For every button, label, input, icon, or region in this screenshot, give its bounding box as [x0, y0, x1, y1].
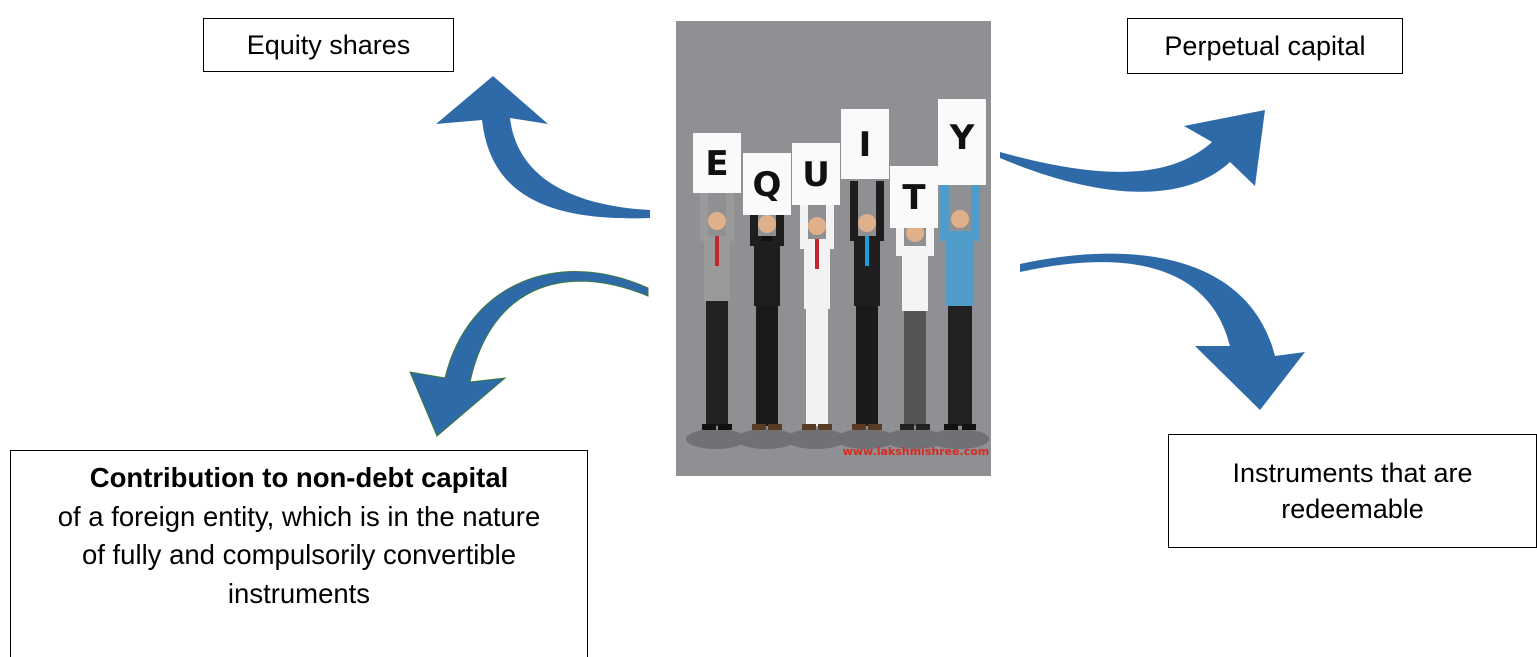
person-2	[750, 191, 784, 430]
contribution-description: of a foreign entity, which is in the nat…	[57, 500, 541, 609]
person-5	[896, 211, 934, 430]
arrow-to-perpetual-capital	[1000, 110, 1265, 192]
equity-illustration: E Q U I T Y www.lakshmishree.com	[676, 21, 991, 476]
contribution-heading: Contribution to non-debt capital	[89, 462, 509, 493]
person-3	[800, 201, 834, 430]
letter-card-e: E	[705, 144, 728, 184]
contribution-box: Contribution to non-debt capital of a fo…	[10, 450, 588, 657]
equity-shares-label: Equity shares	[246, 29, 411, 60]
arrow-to-equity-shares	[436, 76, 650, 219]
letter-card-t: T	[902, 178, 926, 218]
letter-card-u: U	[802, 155, 830, 195]
letter-cards: E Q U I T Y	[693, 99, 986, 228]
letter-card-y: Y	[949, 118, 975, 158]
person-1	[700, 181, 734, 430]
person-4	[850, 181, 884, 430]
floor-shadows	[686, 429, 989, 449]
equity-shares-box: Equity shares	[203, 18, 454, 72]
perpetual-capital-box: Perpetual capital	[1127, 18, 1403, 74]
person-6	[940, 171, 980, 430]
arrow-to-redeemable	[1020, 253, 1305, 410]
redeemable-instruments-box: Instruments that are redeemable	[1168, 434, 1537, 548]
redeemable-instruments-label: Instruments that are redeemable	[1232, 457, 1473, 524]
perpetual-capital-label: Perpetual capital	[1164, 30, 1366, 61]
letter-card-q: Q	[753, 165, 782, 205]
letter-card-i: I	[859, 125, 872, 165]
arrow-to-contribution	[409, 271, 649, 437]
watermark: www.lakshmishree.com	[843, 445, 990, 458]
